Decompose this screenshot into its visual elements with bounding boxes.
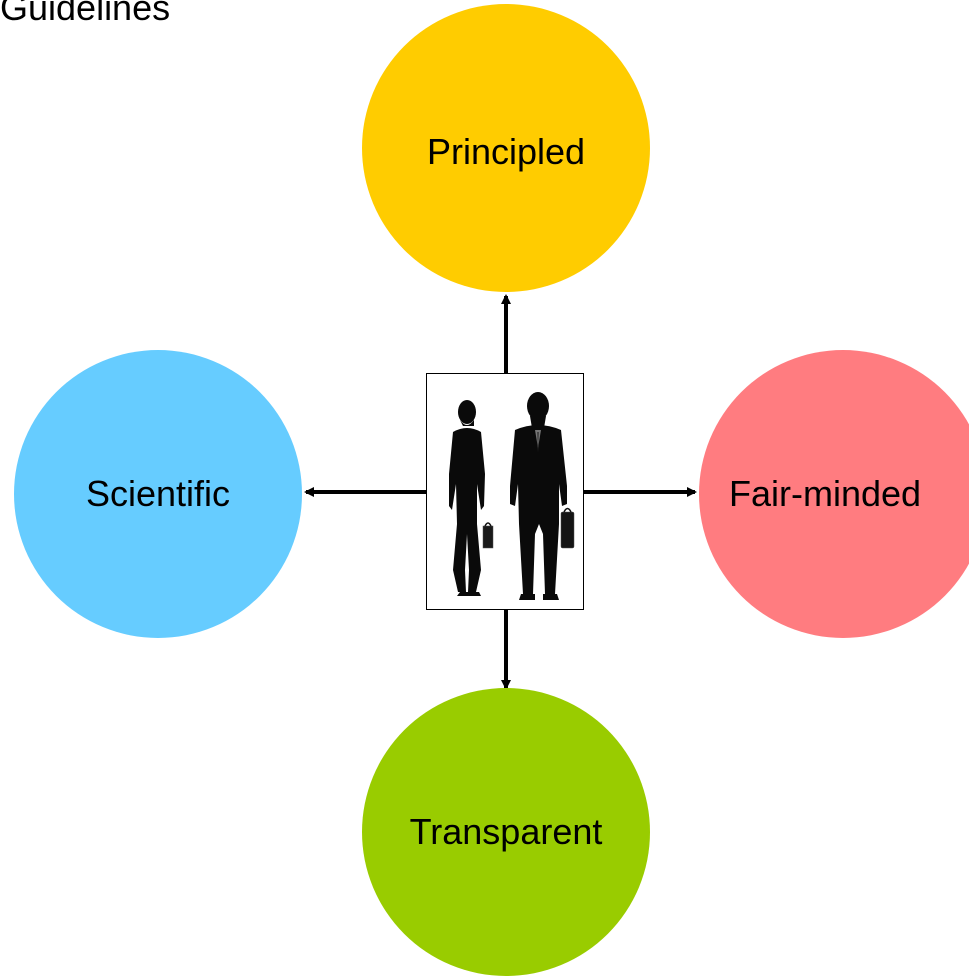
business-people-image bbox=[426, 373, 584, 610]
slide-title: Guidelines bbox=[0, 0, 171, 28]
node-principled-label: Principled bbox=[426, 131, 586, 172]
node-transparent-label: Transparent bbox=[409, 811, 603, 852]
business-people-silhouette-icon bbox=[449, 392, 575, 600]
node-transparent: Transparent bbox=[362, 688, 650, 976]
node-scientific: Scientific bbox=[14, 350, 302, 638]
node-scientific-label: Scientific bbox=[85, 473, 231, 514]
node-fair-minded-label: Fair-minded bbox=[728, 473, 922, 514]
node-fair-minded: Fair-minded bbox=[699, 350, 969, 638]
node-principled: Principled bbox=[362, 4, 650, 292]
